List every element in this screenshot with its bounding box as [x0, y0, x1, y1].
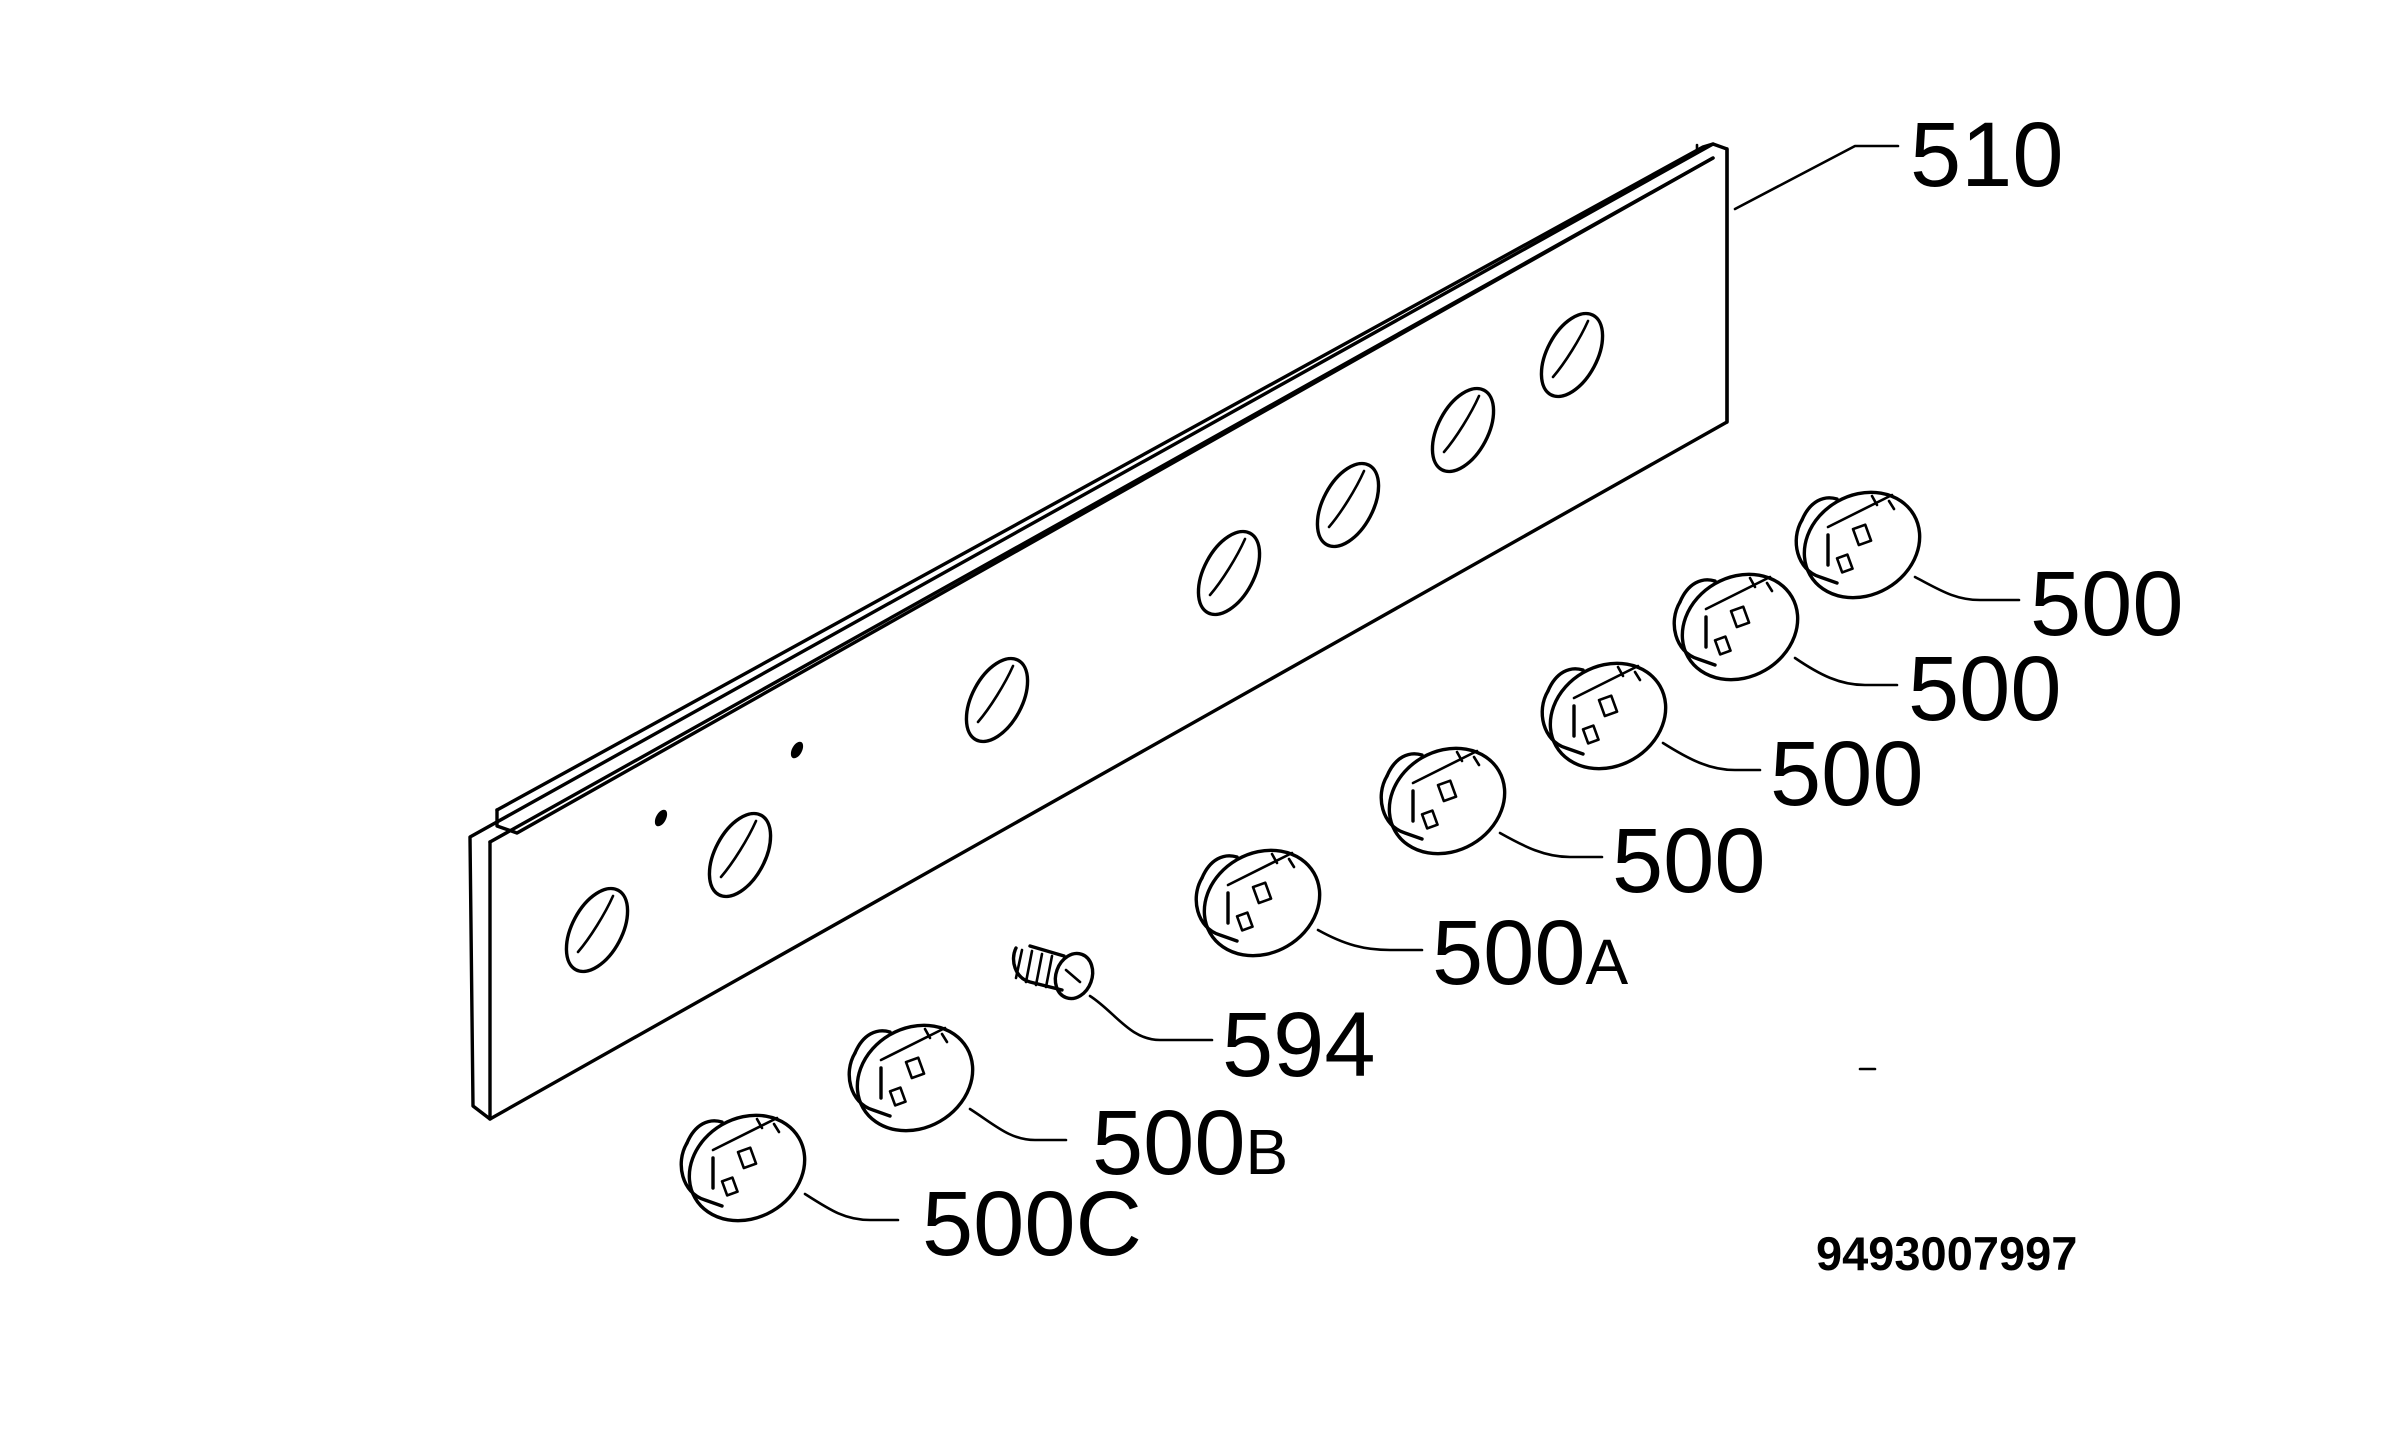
panel-knob-hole — [964, 656, 1030, 744]
document-code: 9493007997 — [1816, 1227, 2077, 1280]
control-knob — [836, 1002, 994, 1154]
callout-500c: 500C — [922, 1173, 1142, 1275]
callout-500-knob-4: 500 — [1612, 810, 1766, 912]
panel-knob-hole — [1315, 461, 1381, 549]
panel-small-hole — [654, 809, 668, 827]
panel-knob-hole — [1539, 311, 1605, 399]
panel-knob-hole — [564, 886, 630, 974]
panel-knob-hole — [1430, 386, 1496, 474]
control-knob — [1183, 827, 1341, 979]
callout-500-knob-2: 500 — [1908, 638, 2062, 740]
callout-500-knob-1: 500 — [2030, 553, 2184, 655]
leader-lines — [803, 144, 2021, 1222]
screw — [1011, 944, 1095, 1001]
control-knob — [668, 1092, 826, 1244]
control-knob — [1661, 551, 1819, 703]
control-panel — [468, 142, 1729, 1121]
callout-510: 510 — [1910, 104, 2064, 206]
panel-knob-hole — [1196, 529, 1262, 617]
callout-500-knob-3: 500 — [1770, 723, 1924, 825]
control-knob — [1368, 725, 1526, 877]
callout-500a: 500A — [1432, 902, 1629, 1004]
callout-500b: 500B — [1092, 1092, 1288, 1194]
panel-knob-hole — [707, 811, 773, 899]
control-knob — [1529, 640, 1687, 792]
control-knob — [1783, 469, 1941, 621]
panel-small-hole — [790, 741, 804, 759]
callout-594: 594 — [1222, 994, 1376, 1096]
